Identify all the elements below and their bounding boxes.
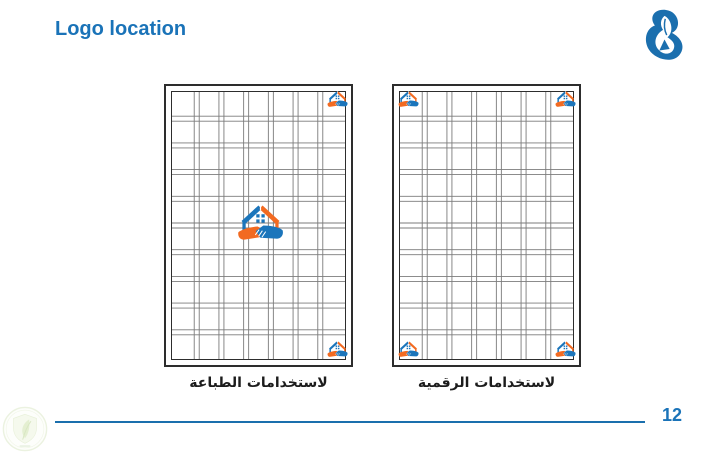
page-title: Logo location [55, 18, 187, 40]
print-usage-caption: لاستخدامات الطباعة [189, 375, 328, 391]
house-handshake-icon-top-left [398, 90, 419, 111]
page-number: 12 [661, 405, 682, 425]
house-handshake-icon-bottom-right [327, 340, 348, 361]
digital-usage-caption: لاستخدامات الرقمية [417, 375, 556, 391]
layout-grid [172, 92, 345, 359]
house-handshake-icon-bottom-left [398, 340, 419, 361]
print-usage-page [164, 84, 353, 367]
print-usage-page-inner [171, 91, 346, 360]
house-handshake-icon-top-right [327, 90, 348, 111]
digital-usage-page [392, 84, 581, 367]
digital-usage-page-inner [399, 91, 574, 360]
footer-divider [55, 421, 645, 423]
brand-calligraphy-icon [642, 7, 687, 66]
house-handshake-icon-bottom-right [555, 340, 576, 361]
house-handshake-icon-center [237, 202, 284, 249]
watermark-shield-leaf-icon [2, 406, 48, 452]
layout-grid [400, 92, 573, 359]
house-handshake-icon-top-right [555, 90, 576, 111]
